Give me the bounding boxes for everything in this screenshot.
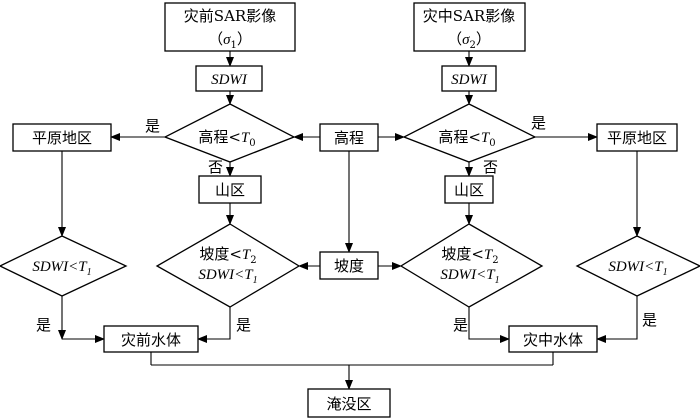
plain-area-left-node: 平原地区 — [12, 123, 112, 152]
svg-text:坡度<T2: 坡度<T2 — [441, 245, 498, 266]
mid-sar-title: 灾中SAR影像 — [423, 7, 515, 25]
edge-label-yes-sdwi-right: 是 — [642, 311, 657, 329]
sdwi-test-right-diamond: SDWI<T1 — [575, 235, 700, 297]
svg-text:山区: 山区 — [454, 181, 484, 199]
svg-text:SDWI<T1: SDWI<T1 — [440, 267, 499, 286]
edge-label-yes-slope-right: 是 — [453, 316, 468, 334]
mountain-left-node: 山区 — [198, 175, 262, 204]
edge-labels: 是 否 是 否 是 是 是 是 — [36, 114, 657, 334]
pre-sar-symbol: （σ1） — [208, 30, 252, 51]
plain-area-right-node: 平原地区 — [596, 123, 678, 152]
edge-label-no-left: 否 — [208, 158, 223, 176]
svg-text:高程<T0: 高程<T0 — [438, 128, 495, 149]
svg-text:平原地区: 平原地区 — [32, 129, 92, 147]
elevation-test-left-diamond: 高程<T0 — [163, 103, 296, 163]
edge-label-yes-sdwi-left: 是 — [36, 316, 51, 334]
svg-text:坡度: 坡度 — [334, 257, 364, 275]
sdwi-right-node: SDWI — [441, 65, 497, 92]
edge-label-yes-left: 是 — [145, 117, 160, 135]
slope-test-right-diamond: 坡度<T2 SDWI<T1 — [399, 223, 544, 308]
edge-label-yes-slope-left: 是 — [236, 316, 251, 334]
edge-label-yes-right: 是 — [531, 114, 546, 132]
svg-text:灾中水体: 灾中水体 — [523, 331, 583, 349]
svg-text:高程: 高程 — [334, 129, 364, 147]
svg-text:SDWI: SDWI — [211, 72, 248, 88]
elevation-test-right-diamond: 高程<T0 — [402, 103, 537, 163]
flood-area-node: 淹没区 — [307, 388, 391, 418]
sdwi-test-left-diamond: SDWI<T1 — [0, 235, 128, 297]
svg-text:SDWI: SDWI — [451, 72, 488, 88]
edge-label-no-right: 否 — [483, 158, 498, 176]
sdwi-left-node: SDWI — [195, 65, 263, 92]
svg-text:淹没区: 淹没区 — [326, 395, 371, 413]
pre-disaster-sar-node: 灾前SAR影像 （σ1） — [164, 2, 296, 52]
connectors — [58, 51, 641, 390]
svg-text:SDWI<T1: SDWI<T1 — [198, 267, 257, 286]
svg-text:坡度<T2: 坡度<T2 — [199, 245, 256, 266]
slope-node: 坡度 — [319, 251, 379, 280]
mid-disaster-sar-node: 灾中SAR影像 （σ2） — [413, 2, 526, 52]
slope-test-left-diamond: 坡度<T2 SDWI<T1 — [155, 223, 301, 308]
elevation-node: 高程 — [319, 123, 379, 152]
mid-disaster-water-node: 灾中水体 — [508, 325, 598, 353]
svg-text:山区: 山区 — [215, 181, 245, 199]
svg-text:灾前水体: 灾前水体 — [121, 331, 181, 349]
mountain-right-node: 山区 — [444, 175, 494, 204]
pre-disaster-water-node: 灾前水体 — [103, 325, 199, 353]
svg-text:SDWI<T1: SDWI<T1 — [608, 259, 667, 278]
mid-sar-symbol: （σ2） — [447, 30, 491, 51]
svg-text:SDWI<T1: SDWI<T1 — [32, 259, 91, 278]
svg-text:高程<T0: 高程<T0 — [198, 128, 255, 149]
pre-sar-title: 灾前SAR影像 — [184, 7, 276, 25]
svg-text:平原地区: 平原地区 — [607, 129, 667, 147]
